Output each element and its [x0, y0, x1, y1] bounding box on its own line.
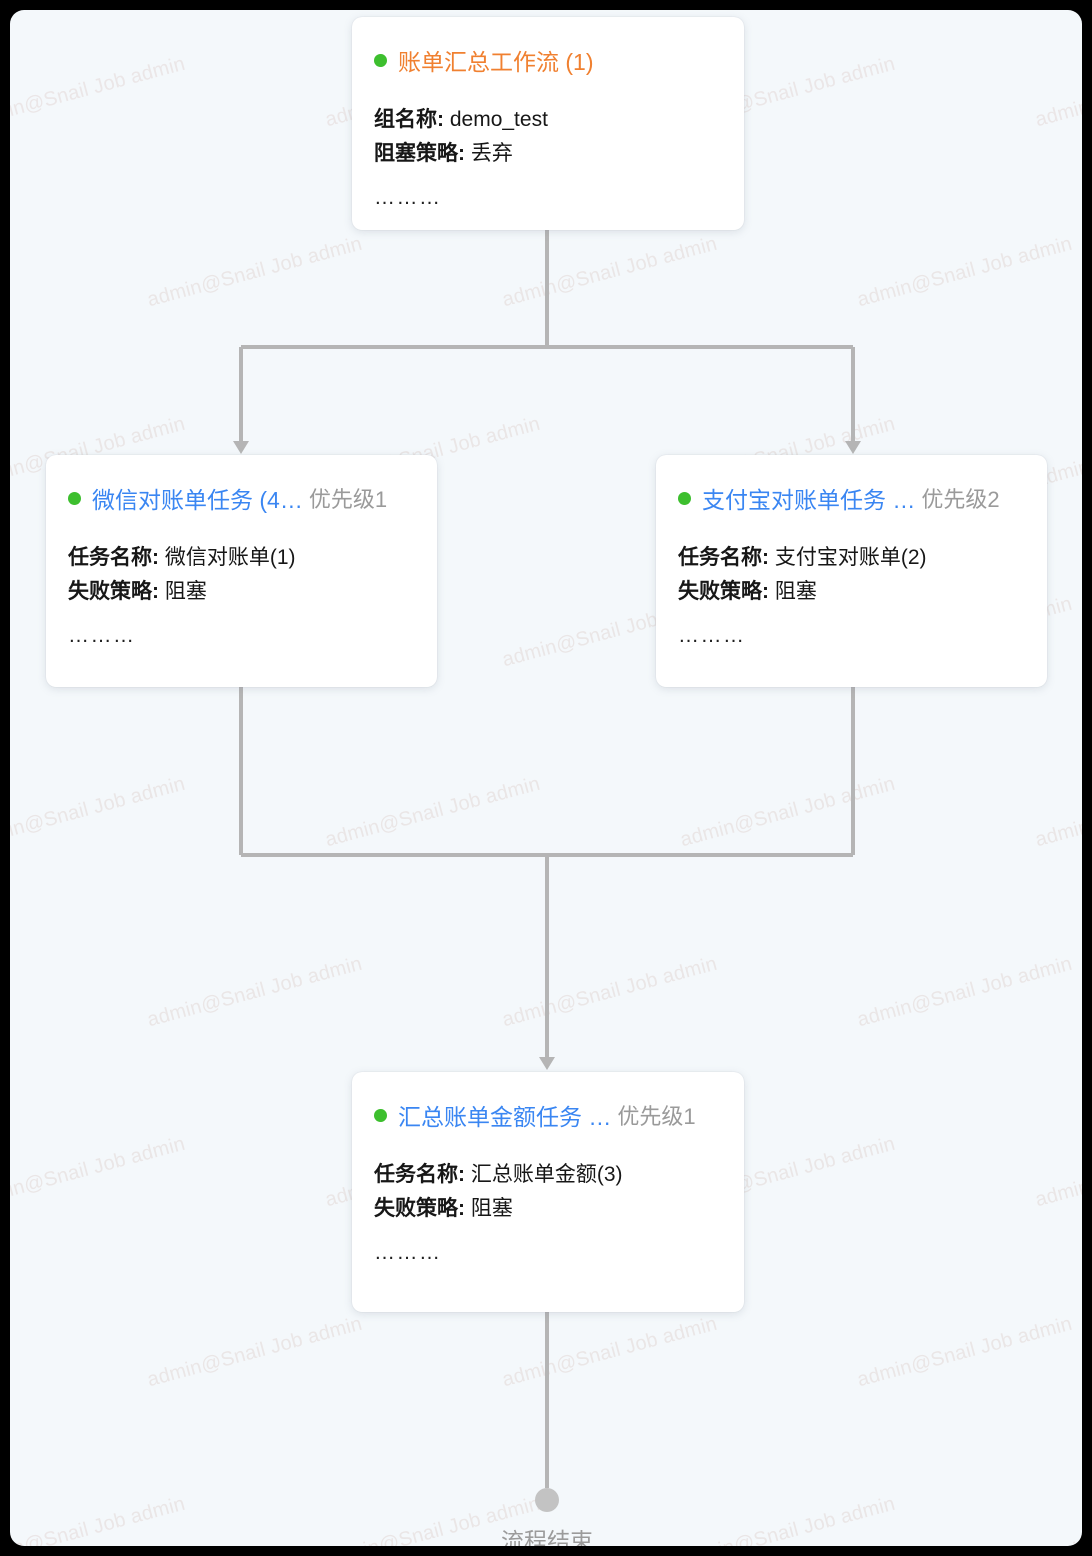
node-field-value: demo_test: [449, 108, 548, 131]
watermark-text: admin@Snail Job admin: [855, 1312, 1075, 1392]
status-dot-icon: [68, 491, 81, 505]
watermark-text: admin@Snail Job admin: [10, 1132, 188, 1212]
node-field-key: 组名称:: [374, 108, 444, 131]
workflow-node-alipay[interactable]: 支付宝对账单任务 … 优先级2 任务名称: 支付宝对账单(2) 失败策略: 阻塞…: [656, 455, 1047, 687]
watermark-text: admin@Snail Job admin: [10, 52, 188, 132]
watermark-layer: admin@Snail Job admin admin@Snail Job adm…: [10, 10, 1082, 1546]
node-field: 失败策略: 阻塞: [678, 575, 1025, 609]
node-priority-label: 优先级2: [921, 487, 1000, 512]
watermark-text: admin@Snail Job admin: [1033, 773, 1082, 852]
node-field-value: 阻塞: [774, 580, 817, 604]
node-field-key: 任务名称:: [678, 546, 769, 569]
watermark-text: admin@Snail Job admin: [678, 1492, 898, 1546]
node-field: 组名称: demo_test: [374, 103, 722, 137]
end-label: 流程结束: [501, 1528, 593, 1546]
watermark-text: admin@Snail Job admin: [145, 232, 365, 312]
node-title: 支付宝对账单任务 …: [702, 487, 916, 513]
watermark-text: admin@Snail Job admin: [1033, 1493, 1082, 1546]
workflow-end-marker: 流程结束: [467, 1488, 627, 1546]
status-dot-icon: [374, 53, 387, 67]
node-more-ellipsis: ………: [374, 1241, 442, 1265]
watermark-text: admin@Snail Job admin: [500, 952, 720, 1032]
node-title: 汇总账单金额任务 …: [398, 1104, 612, 1130]
node-more-ellipsis: ………: [374, 186, 442, 210]
workflow-node-summary[interactable]: 汇总账单金额任务 … 优先级1 任务名称: 汇总账单金额(3) 失败策略: 阻塞…: [352, 1072, 744, 1312]
node-field-key: 失败策略:: [374, 1197, 465, 1221]
watermark-text: admin@Snail Job admin: [10, 772, 188, 852]
watermark-text: admin@Snail Job admin: [855, 952, 1075, 1032]
watermark-text: admin@Snail Job admin: [500, 232, 720, 312]
node-priority-label: 优先级1: [308, 487, 388, 512]
node-header: 微信对账单任务 (4… 优先级1: [68, 481, 415, 515]
node-field: 失败策略: 阻塞: [374, 1192, 722, 1226]
node-field: 任务名称: 支付宝对账单(2): [678, 541, 1025, 575]
node-field-value: 阻塞: [164, 580, 207, 604]
node-header: 支付宝对账单任务 … 优先级2: [678, 481, 1025, 515]
end-circle-icon: [535, 1488, 559, 1512]
watermark-text: admin@Snail Job admin: [323, 772, 543, 852]
node-field-value: 汇总账单金额(3): [470, 1163, 623, 1186]
workflow-node-wechat[interactable]: 微信对账单任务 (4… 优先级1 任务名称: 微信对账单(1) 失败策略: 阻塞…: [46, 455, 437, 687]
node-field-value: 支付宝对账单(2): [774, 546, 927, 569]
node-body: 任务名称: 汇总账单金额(3) 失败策略: 阻塞 ………: [374, 1158, 722, 1263]
watermark-text: admin@Snail Job admin: [855, 232, 1075, 312]
connector-layer: [233, 230, 861, 1488]
node-priority-label: 优先级1: [617, 1104, 696, 1129]
status-dot-icon: [374, 1108, 387, 1122]
watermark-text: admin@Snail Job admin: [145, 1312, 365, 1392]
watermark-text: admin@Snail Job admin: [145, 952, 365, 1032]
node-body: 任务名称: 支付宝对账单(2) 失败策略: 阻塞 ………: [678, 541, 1025, 646]
node-field-key: 任务名称:: [68, 546, 159, 569]
watermark-text: admin@Snail Job admin: [10, 1492, 188, 1546]
node-field-key: 失败策略:: [678, 580, 769, 604]
node-body: 组名称: demo_test 阻塞策略: 丢弃 ………: [374, 103, 722, 208]
arrowhead-alipay: [845, 441, 861, 454]
node-field: 任务名称: 汇总账单金额(3): [374, 1158, 722, 1192]
node-field-key: 失败策略:: [68, 580, 159, 604]
workflow-canvas[interactable]: admin@Snail Job admin admin@Snail Job adm…: [10, 10, 1082, 1546]
watermark-text: admin@Snail Job admin: [1033, 1133, 1082, 1212]
node-header: 账单汇总工作流 (1): [374, 43, 722, 77]
node-header: 汇总账单金额任务 … 优先级1: [374, 1098, 722, 1132]
node-field-value: 阻塞: [470, 1197, 513, 1221]
node-field-key: 任务名称:: [374, 1163, 465, 1186]
node-field: 任务名称: 微信对账单(1): [68, 541, 415, 575]
watermark-text: admin@Snail Job admin: [500, 1312, 720, 1392]
node-field-key: 阻塞策略:: [374, 142, 465, 166]
node-body: 任务名称: 微信对账单(1) 失败策略: 阻塞 ………: [68, 541, 415, 646]
node-more-ellipsis: ………: [678, 624, 746, 648]
node-more-ellipsis: ………: [68, 624, 136, 648]
status-dot-icon: [678, 491, 691, 505]
workflow-node-root[interactable]: 账单汇总工作流 (1) 组名称: demo_test 阻塞策略: 丢弃 ………: [352, 17, 744, 230]
node-title: 微信对账单任务 (4…: [92, 487, 303, 513]
watermark-text: admin@Snail Job admin: [1033, 53, 1082, 132]
node-field: 失败策略: 阻塞: [68, 575, 415, 609]
node-field-value: 丢弃: [470, 142, 513, 166]
node-field: 阻塞策略: 丢弃: [374, 137, 722, 171]
node-field-value: 微信对账单(1): [164, 546, 296, 569]
arrowhead-summary: [539, 1057, 555, 1070]
arrowhead-wechat: [233, 441, 249, 454]
node-title: 账单汇总工作流 (1): [398, 49, 594, 75]
watermark-text: admin@Snail Job admin: [678, 772, 898, 852]
